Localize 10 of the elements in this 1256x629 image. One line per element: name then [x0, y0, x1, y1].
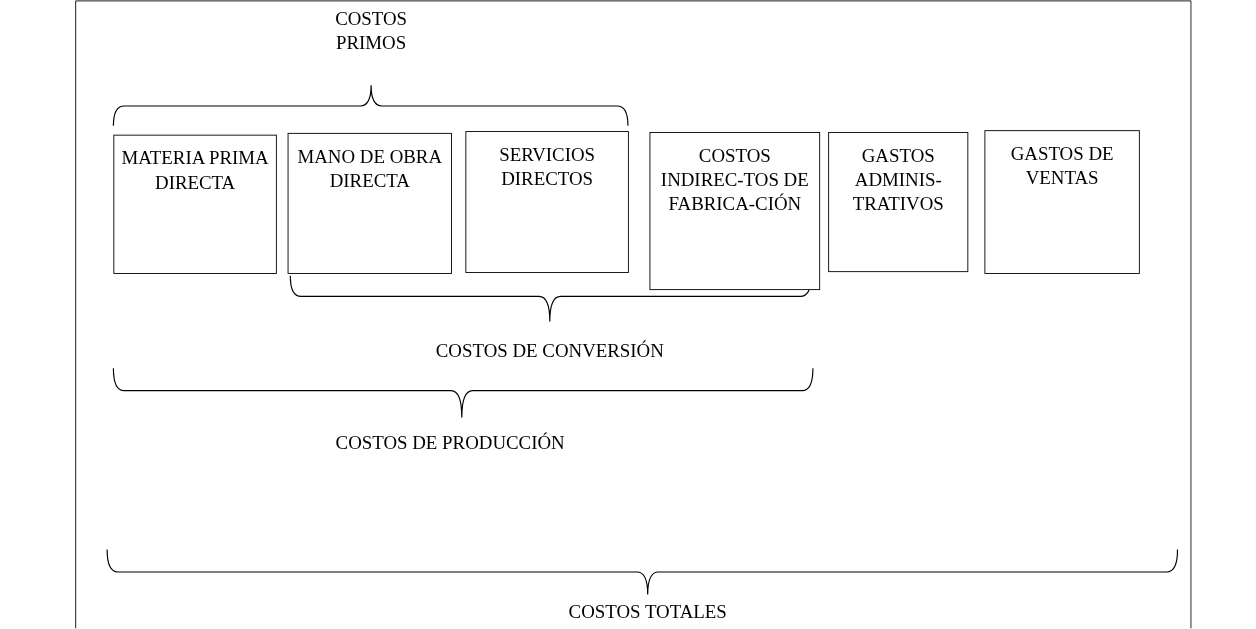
bracket-label: COSTOS PRIMOS [334, 7, 409, 56]
bracket-label: COSTOS TOTALES [568, 599, 727, 625]
cost-box: GASTOS ADMINIS-TRATIVOS [828, 132, 969, 273]
bracket-label: COSTOS DE PRODUCCIÓN [335, 431, 565, 456]
cost-box: COSTOS INDIREC-TOS DE FABRICA-CIÓN [649, 132, 821, 291]
cost-box: MATERIA PRIMA DIRECTA [113, 134, 277, 274]
cost-box: SERVICIOS DIRECTOS [465, 131, 629, 273]
cost-box: GASTOS DE VENTAS [984, 130, 1140, 274]
bracket-label: COSTOS DE CONVERSIÓN [435, 339, 664, 364]
cost-box: MANO DE OBRA DIRECTA [287, 132, 452, 274]
